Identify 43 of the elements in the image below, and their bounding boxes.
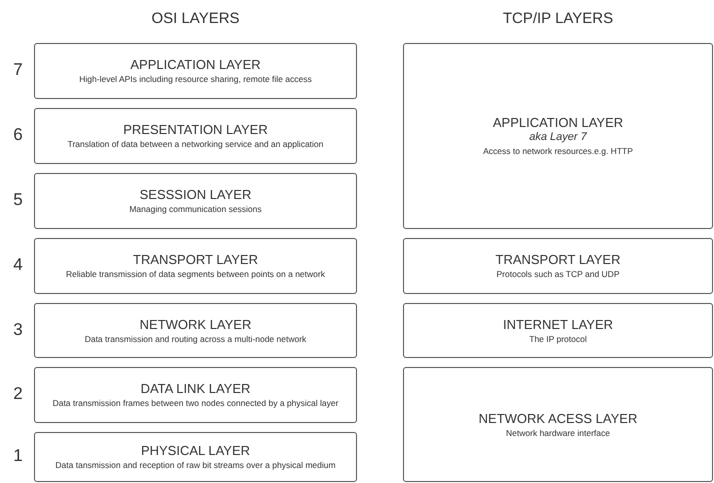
layer-title: DATA LINK LAYER [140, 381, 250, 396]
layer-title: NETWORK LAYER [140, 316, 252, 332]
layer-title: SESSSION LAYER [140, 187, 252, 202]
layer-title: PHYSICAL LAYER [140, 443, 250, 458]
layer-box [34, 238, 357, 294]
column-heading: TCP/IP LAYERS [502, 10, 614, 27]
layer-number: 3 [12, 320, 24, 340]
layer-box [34, 367, 357, 423]
layer-title: NETWORK ACESS LAYER [478, 410, 638, 426]
layer-note: aka Layer 7 [529, 131, 587, 144]
layer-description: Data transmission frames between two nodes connected by a physical layer [52, 398, 338, 409]
layer-number: 7 [12, 60, 24, 80]
layer-box [34, 108, 357, 164]
layer-title: PRESENTATION LAYER [123, 122, 268, 137]
layer-box [403, 367, 713, 482]
layer-description: Data tansmission and reception of raw bit streams over a physical medium [55, 460, 336, 471]
layer-box [34, 432, 357, 482]
layer-box [34, 173, 357, 229]
layer-box [403, 43, 713, 229]
column-heading: OSI LAYERS [150, 10, 241, 27]
layer-number: 5 [12, 190, 24, 210]
layer-description: Managing communication sessions [129, 204, 262, 215]
layer-description: Translation of data between a networking service and an application [68, 139, 324, 150]
layer-description: The IP protocol [529, 334, 587, 344]
layer-box [34, 303, 357, 358]
layer-title: TRANSPORT LAYER [133, 252, 258, 267]
layer-number: 2 [12, 384, 24, 404]
layer-number: 1 [12, 446, 24, 466]
layer-title: TRANSPORT LAYER [496, 252, 620, 267]
layer-title: INTERNET LAYER [502, 316, 614, 332]
layer-box [403, 303, 713, 358]
layer-title: APPLICATION LAYER [492, 115, 624, 130]
layer-box [34, 43, 357, 99]
layer-title: APPLICATION LAYER [130, 57, 261, 72]
layer-box [403, 238, 713, 294]
layer-number: 6 [12, 125, 24, 145]
layer-number: 4 [12, 255, 24, 275]
layer-description: Data transmission and routing across a multi-node network [84, 334, 306, 344]
layer-description: Network hardware interface [506, 428, 610, 438]
layer-description: Reliable transmission of data segments between points on a network [66, 269, 325, 280]
layer-description: Access to network resources.e.g. HTTP [483, 146, 633, 157]
layer-description: High-level APIs including resource sharing, remote file access [79, 74, 312, 85]
layer-description: Protocols such as TCP and UDP [496, 269, 620, 280]
